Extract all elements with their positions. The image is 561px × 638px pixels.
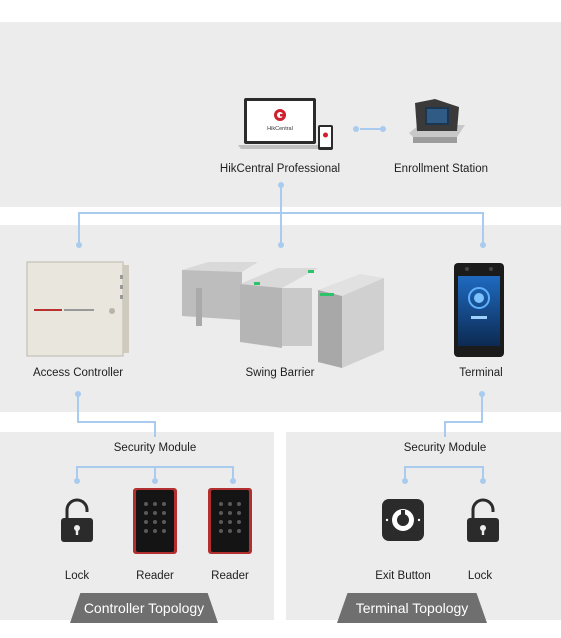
connector-hik-down [280, 185, 282, 212]
connector-terminal-down [481, 394, 483, 422]
connector-dot [380, 126, 386, 132]
ctrl-branch-lock [76, 466, 78, 480]
exit-button-icon [381, 498, 425, 542]
ctrl-reader-1 [133, 488, 177, 554]
enrollment-label: Enrollment Station [394, 163, 488, 175]
access-controller-label: Access Controller [32, 367, 124, 379]
hikcentral-laptop: HikCentral [238, 97, 336, 155]
connector-to-term-module [444, 421, 446, 437]
connector-dot [74, 478, 80, 484]
connector-dot [230, 478, 236, 484]
term-item-label: Exit Button [375, 570, 431, 582]
connector-terminal-left [444, 421, 483, 423]
ctrl-security-module-label: Security Module [113, 442, 197, 454]
connector-to-terminal [482, 212, 484, 245]
ctrl-reader-2 [208, 488, 252, 554]
term-branch-horizontal [404, 466, 484, 468]
connector-dot [402, 478, 408, 484]
swing-barrier-label: Swing Barrier [245, 367, 315, 379]
connector-dot [76, 242, 82, 248]
enrollment-station-device [405, 97, 467, 155]
ctrl-item-label: Lock [64, 570, 90, 582]
laptop-brand-text: HikCentral [267, 126, 293, 132]
term-branch-exit [404, 466, 406, 480]
connector-dot [480, 478, 486, 484]
term-item-label: Lock [467, 570, 493, 582]
ctrl-branch-reader2 [232, 466, 234, 480]
connector-controller-down [77, 394, 79, 422]
connector-dot [480, 242, 486, 248]
terminal-label: Terminal [459, 367, 503, 379]
connector-dot [152, 478, 158, 484]
hikcentral-label: HikCentral Professional [219, 163, 341, 175]
term-lock-icon [465, 498, 501, 544]
connector-to-controller [78, 212, 80, 245]
controller-topology-tab: Controller Topology [70, 593, 218, 623]
connector-laptop-enrollment [360, 128, 384, 130]
ctrl-branch-reader1 [154, 466, 156, 480]
swing-barrier-device [178, 258, 390, 370]
connector-dot [278, 242, 284, 248]
connector-to-barrier [280, 212, 282, 245]
terminal-topology-tab: Terminal Topology [337, 593, 487, 623]
terminal-device [453, 262, 505, 358]
ctrl-lock-icon [59, 498, 95, 544]
connector-to-ctrl-module [154, 421, 156, 437]
ctrl-item-label: Reader [136, 570, 174, 582]
ctrl-item-label: Reader [211, 570, 249, 582]
access-controller-device [26, 261, 130, 357]
term-branch-lock [482, 466, 484, 480]
connector-dot [353, 126, 359, 132]
connector-controller-right [77, 421, 155, 423]
term-security-module-label: Security Module [403, 442, 487, 454]
